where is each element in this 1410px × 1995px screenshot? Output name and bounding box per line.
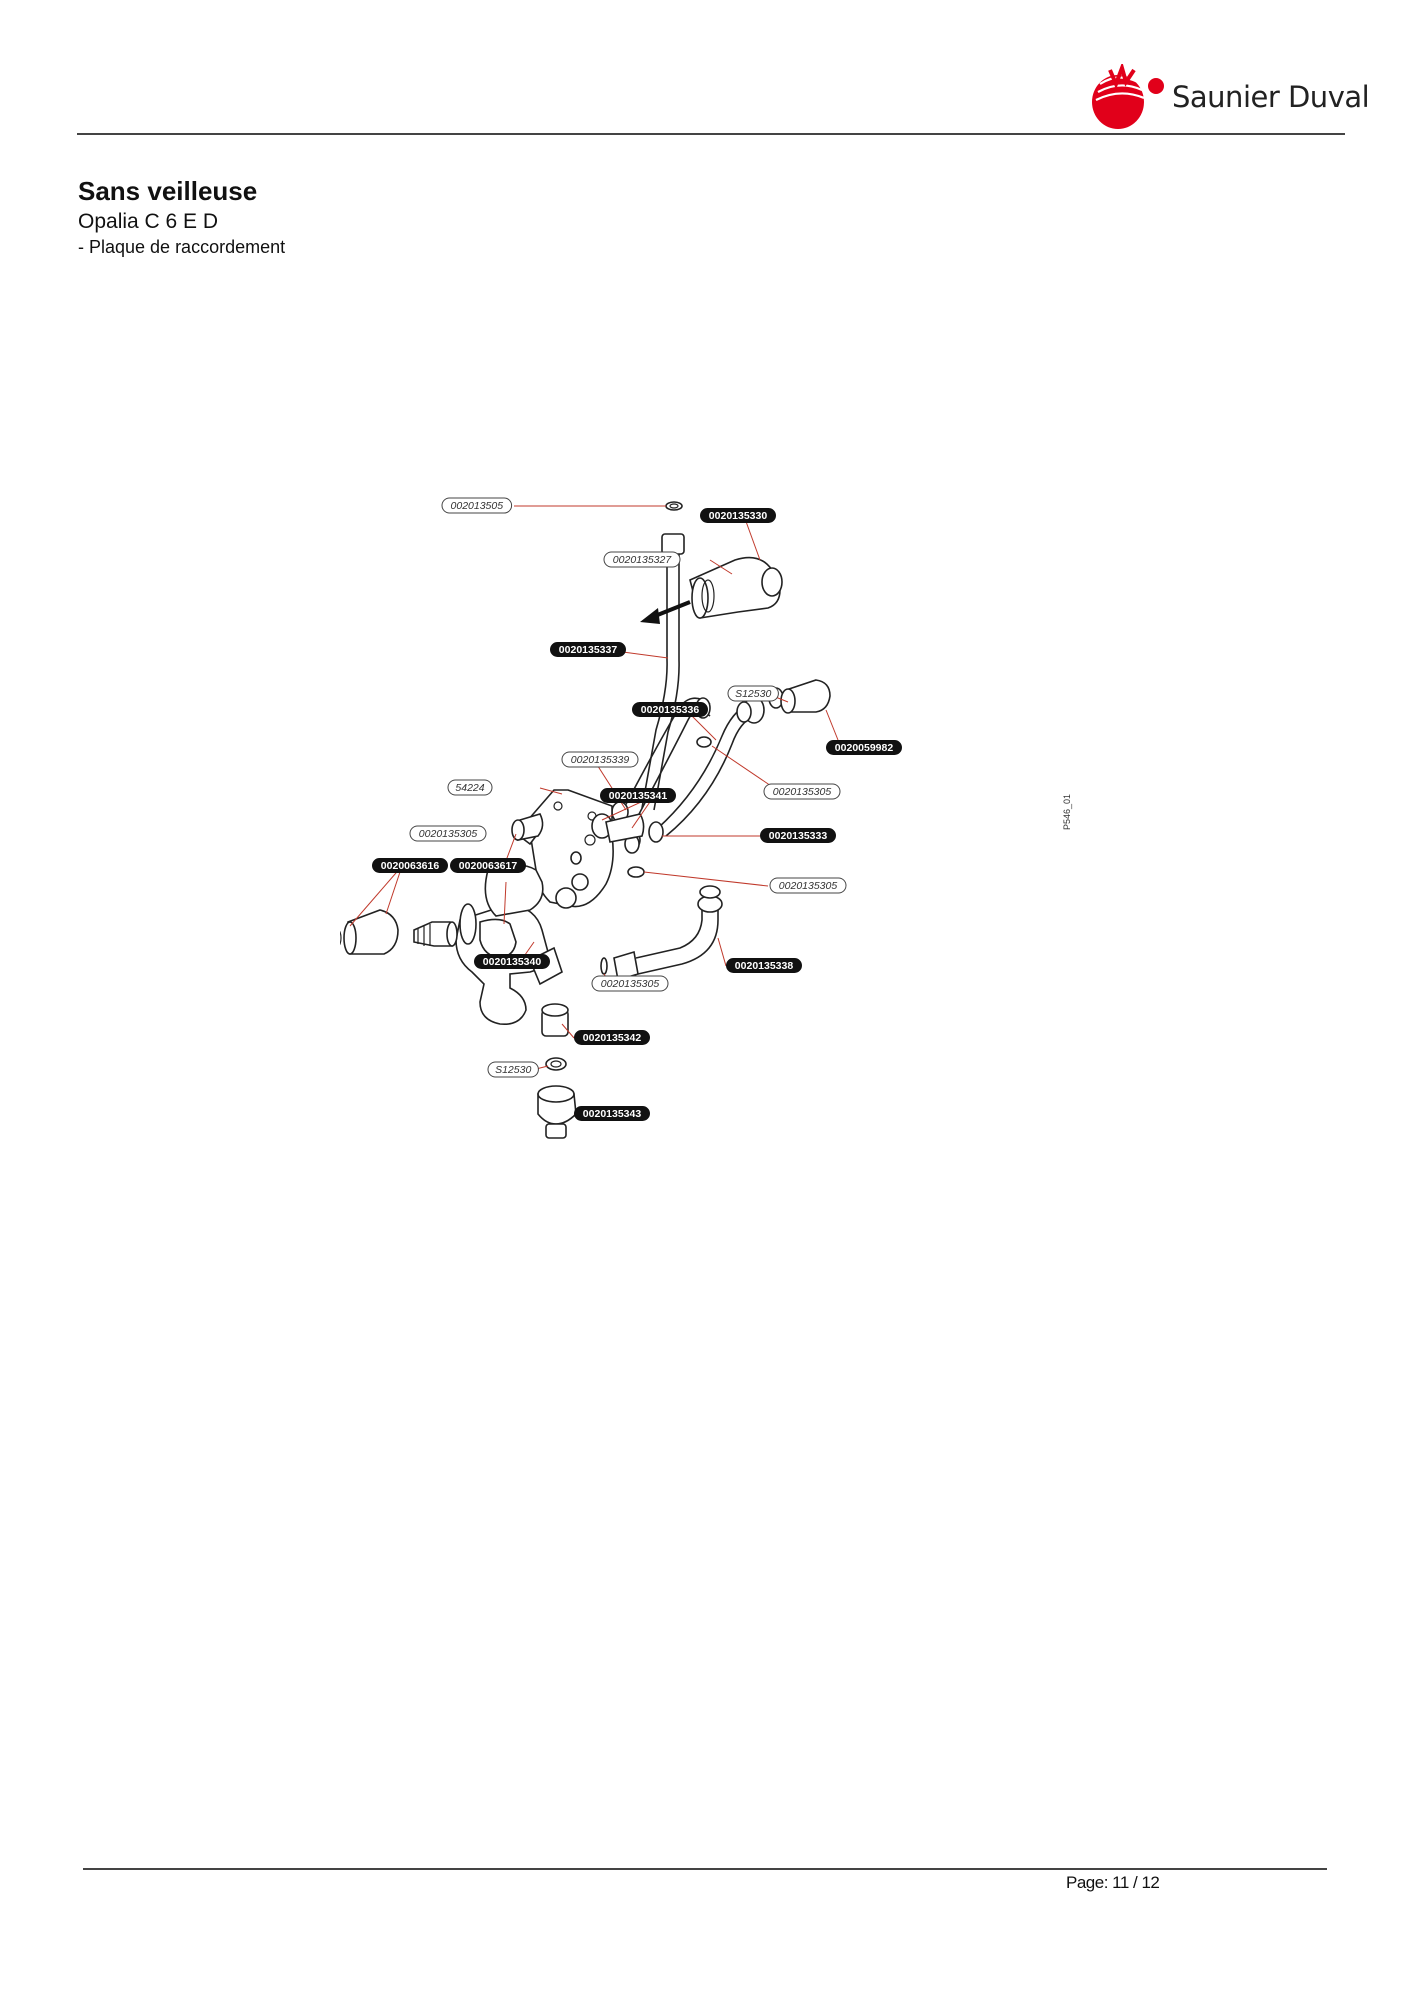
diagram-code: P546_01 (1062, 794, 1072, 830)
header-divider (77, 133, 1345, 135)
part-number-text: S12530 (735, 688, 771, 700)
part-number-text: 0020135338 (735, 960, 794, 972)
section-name: - Plaque de raccordement (78, 237, 286, 257)
page-number: Page: 11 / 12 (1066, 1873, 1160, 1892)
part-label-l13: 0020135333 (760, 828, 836, 843)
part-number-text: 0020063617 (459, 860, 518, 872)
parts-drawing (340, 501, 831, 1139)
model-name: Opalia C 6 E D (78, 210, 219, 233)
part-labels: 002013505 0020135330 0020135327 0020135337S… (372, 497, 902, 1121)
part-number-text: 0020135305 (601, 978, 660, 990)
part-label-l18: 0020135338 (726, 958, 802, 973)
part-number-text: 0020135305 (779, 880, 838, 892)
part-number-text: 0020135336 (641, 704, 700, 716)
part-number-text: 0020135305 (773, 786, 832, 798)
part-label-l2: 0020135330 (700, 508, 776, 523)
part-number-text: 0020063616 (381, 860, 440, 872)
part-label-l19: 0020135305 (591, 975, 669, 992)
part-label-l11: 0020135305 (763, 783, 841, 800)
part-label-l16: 0020135305 (769, 877, 847, 894)
part-label-l9: 54224 (447, 779, 493, 796)
part-label-l4: 0020135337 (550, 642, 626, 657)
part-number-text: 0020059982 (835, 742, 894, 754)
part-number-text: 0020135343 (583, 1108, 642, 1120)
part-number-text: 0020135342 (583, 1032, 642, 1044)
saunier-duval-logo-icon (1092, 64, 1164, 129)
part-label-l15: 0020063617 (450, 858, 526, 873)
part-label-l5: S12530 (727, 685, 779, 702)
document-title: Sans veilleuse (78, 176, 258, 206)
part-label-l6: 0020135336 (632, 702, 708, 717)
part-label-l8: 0020135339 (561, 751, 639, 768)
part-number-text: 0020135333 (769, 830, 828, 842)
part-number-text: 0020135340 (483, 956, 542, 968)
part-number-text: 002013505 (451, 500, 504, 512)
part-label-l14: 0020063616 (372, 858, 448, 873)
part-number-text: 0020135305 (419, 828, 478, 840)
part-label-l3: 0020135327 (603, 551, 681, 568)
part-number-text: 0020135341 (609, 790, 668, 802)
parts-diagram: 002013505 0020135330 0020135327 0020135337S… (340, 497, 1072, 1139)
brand-name: Saunier Duval (1172, 80, 1370, 114)
part-number-text: 54224 (455, 782, 484, 794)
part-number-text: S12530 (495, 1064, 531, 1076)
part-label-l7: 0020059982 (826, 740, 902, 755)
part-label-l10: 0020135341 (600, 788, 676, 803)
part-label-l20: 0020135342 (574, 1030, 650, 1045)
part-number-text: 0020135327 (613, 554, 673, 566)
part-label-l1: 002013505 (441, 497, 513, 514)
part-number-text: 0020135339 (571, 754, 630, 766)
part-label-l21: S12530 (487, 1061, 539, 1078)
part-label-l12: 0020135305 (409, 825, 487, 842)
part-label-l17: 0020135340 (474, 954, 550, 969)
part-number-text: 0020135337 (559, 644, 618, 656)
part-number-text: 0020135330 (709, 510, 768, 522)
part-label-l22: 0020135343 (574, 1106, 650, 1121)
footer-divider (83, 1868, 1327, 1870)
